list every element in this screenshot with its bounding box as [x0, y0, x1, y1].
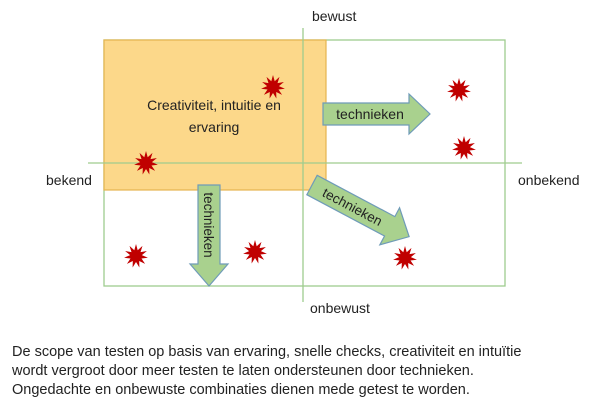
arrow-right [322, 92, 431, 136]
highlight-line-1: Creativiteit, intuitie en [147, 97, 281, 113]
starburst-icon [261, 75, 285, 99]
arrow-diagonal [306, 174, 410, 246]
starburst-icon [124, 244, 148, 268]
label-onbekend: onbekend [518, 172, 580, 188]
starburst-icon [243, 240, 267, 264]
arrow-right-label: technieken [336, 106, 404, 122]
starburst-icon [134, 151, 158, 175]
label-bekend: bekend [46, 172, 92, 188]
starburst-group [124, 75, 476, 270]
caption-line-1: De scope van testen op basis van ervarin… [12, 344, 522, 360]
starburst-icon [452, 136, 476, 160]
quadrant-diagram: bewust onbewust bekend onbekend Creativi… [46, 8, 580, 316]
starburst-icon [393, 246, 417, 270]
highlight-line-2: ervaring [189, 119, 240, 135]
starburst-icon [447, 78, 471, 102]
caption: De scope van testen op basis van ervarin… [12, 343, 592, 400]
highlight-quadrant [103, 39, 327, 191]
arrow-down-label: technieken [201, 192, 216, 257]
arrow-down [188, 184, 230, 287]
caption-line-2: wordt vergroot door meer testen te laten… [12, 363, 474, 379]
label-bewust: bewust [312, 8, 356, 24]
caption-line-3: Ongedachte en onbewuste combinaties dien… [12, 382, 470, 398]
label-onbewust: onbewust [310, 300, 370, 316]
